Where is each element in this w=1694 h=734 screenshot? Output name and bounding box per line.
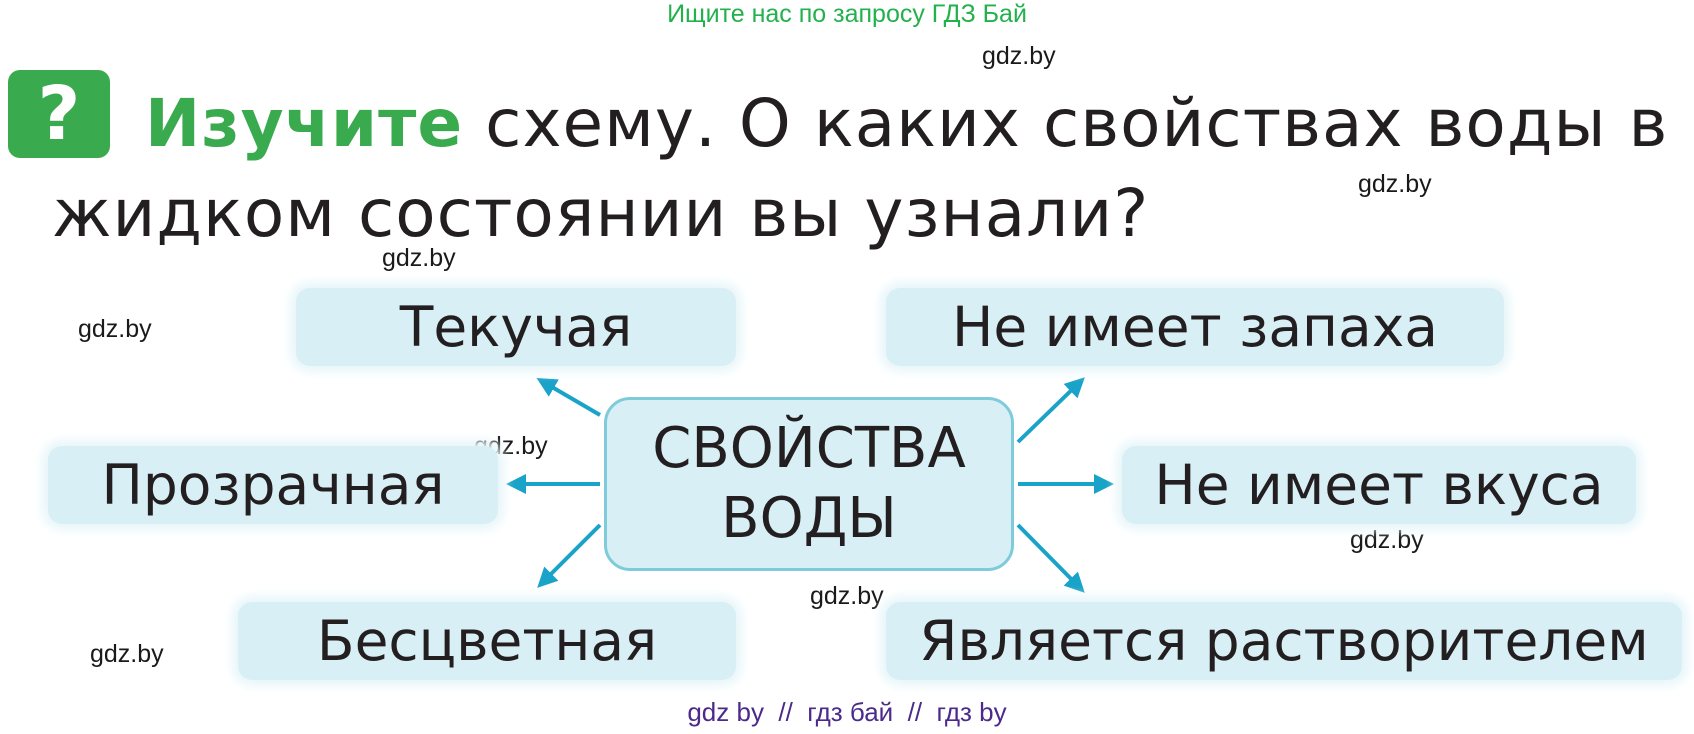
property-no-taste: Не имеет вкуса	[1122, 446, 1636, 524]
watermark: gdz.by	[78, 315, 152, 343]
property-no-smell: Не имеет запаха	[886, 288, 1504, 366]
watermark: gdz.by	[90, 640, 164, 668]
arrow-to-top-left	[536, 377, 602, 417]
property-transparent: Прозрачная	[48, 446, 498, 524]
property-solvent: Является растворителем	[886, 602, 1682, 680]
question-line-1: Изучите схему. О каких свойствах воды в	[145, 80, 1675, 168]
question-text: схему. О каких свойствах воды в	[485, 85, 1669, 162]
watermark: gdz.by	[382, 244, 456, 272]
arrow-to-bottom-left	[537, 523, 602, 588]
center-label-line-2: ВОДЫ	[721, 486, 897, 551]
watermark: gdz.by	[1350, 526, 1424, 554]
footer-links: gdz by // гдз бай // гдз by	[687, 697, 1007, 727]
property-fluid: Текучая	[296, 288, 736, 366]
watermark: gdz.by	[810, 582, 884, 610]
diagram-center-box: СВОЙСТВА ВОДЫ	[604, 397, 1014, 571]
question-mark-icon: ?	[8, 70, 110, 158]
watermark: gdz.by	[982, 42, 1056, 70]
arrow-to-top-right	[1016, 377, 1085, 444]
property-colorless: Бесцветная	[238, 602, 736, 680]
search-banner: Ищите нас по запросу ГДЗ Бай	[667, 0, 1027, 28]
question-highlight: Изучите	[145, 85, 464, 162]
arrow-to-bottom-right	[1016, 523, 1085, 593]
center-label-line-1: СВОЙСТВА	[652, 416, 966, 481]
question-line-2: жидком состоянии вы узнали?	[52, 175, 1150, 252]
watermark: gdz.by	[1358, 170, 1432, 198]
